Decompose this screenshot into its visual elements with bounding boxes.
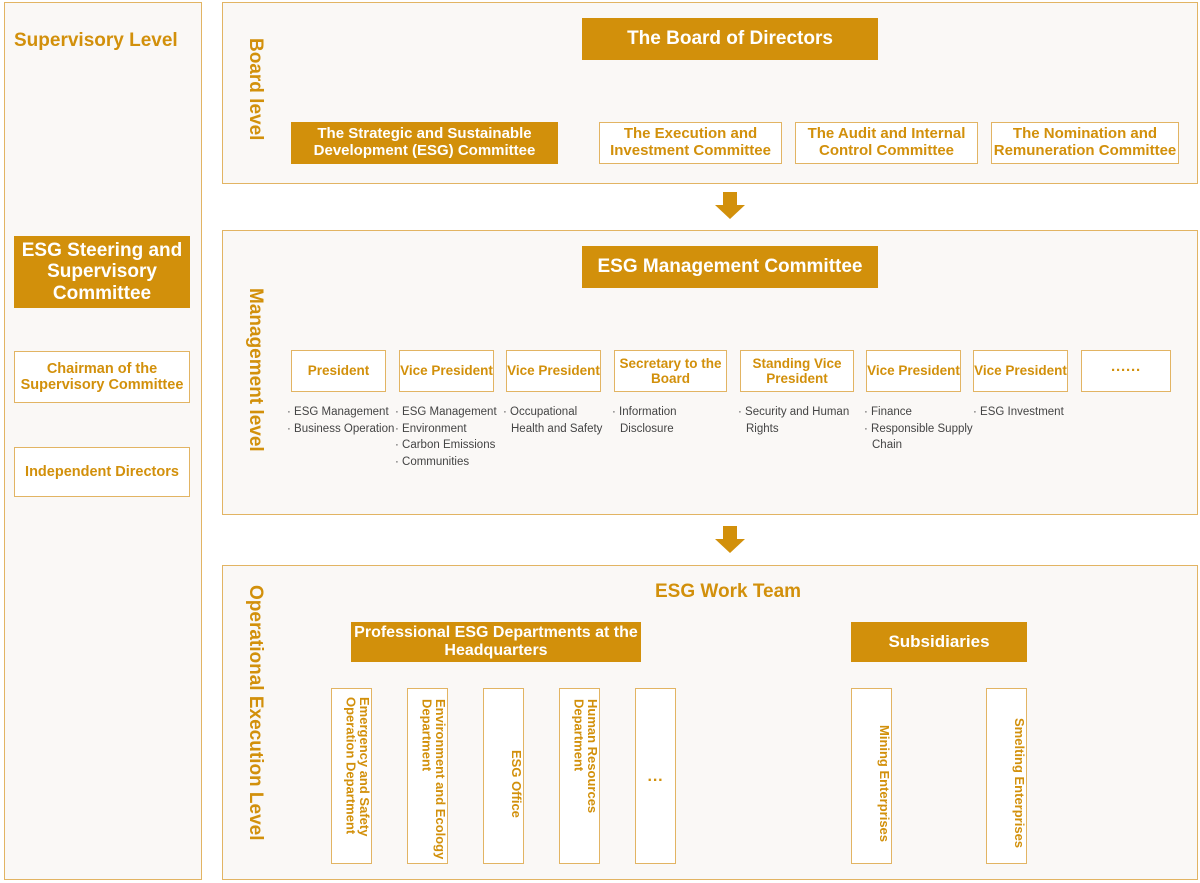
dept-emergency-safety: Emergency and Safety Operation Departmen… <box>331 688 372 864</box>
operational-panel <box>222 565 1198 880</box>
duty-item: Information Disclosure <box>612 404 722 437</box>
duty-item: Security and Human Rights <box>738 404 858 437</box>
duty-item: Finance <box>864 404 974 421</box>
duty-item: Communities <box>395 454 505 471</box>
role-box-vice-president-1: Vice President <box>399 350 494 392</box>
role-box-more: ······ <box>1081 350 1171 392</box>
subsidiaries-box: Subsidiaries <box>851 622 1027 662</box>
role-duties-vice-president-4: ESG Investment <box>973 404 1083 421</box>
duty-item: ESG Management <box>395 404 505 421</box>
down-arrow-icon <box>715 192 745 219</box>
board-of-directors-box: The Board of Directors <box>582 18 878 60</box>
esg-work-team-title: ESG Work Team <box>655 581 802 602</box>
role-box-vice-president-2: Vice President <box>506 350 601 392</box>
mining-enterprises-box: Mining Enterprises <box>851 688 892 864</box>
duty-item: ESG Management <box>287 404 397 421</box>
role-box-standing-vice-president: Standing Vice President <box>740 350 854 392</box>
role-box-secretary: Secretary to the Board <box>614 350 727 392</box>
dept-human-resources: Human Resources Department <box>559 688 600 864</box>
board-level-label: Board level <box>245 38 266 141</box>
role-box-vice-president-3: Vice President <box>866 350 961 392</box>
dept-environment-ecology: Environment and Ecology Department <box>407 688 448 864</box>
dept-esg-office: ESG Office <box>483 688 524 864</box>
role-duties-vice-president-3: Finance Responsible Supply Chain <box>864 404 974 454</box>
dept-more: ··· <box>635 688 676 864</box>
duty-item: Responsible Supply Chain <box>864 421 974 454</box>
audit-internal-control-committee-box: The Audit and Internal Control Committee <box>795 122 978 164</box>
strategic-esg-committee-box: The Strategic and Sustainable Developmen… <box>291 122 558 164</box>
management-level-label: Management level <box>245 288 266 452</box>
role-duties-vice-president-1: ESG Management Environment Carbon Emissi… <box>395 404 505 471</box>
role-duties-standing-vice-president: Security and Human Rights <box>738 404 858 437</box>
role-duties-president: ESG Management Business Operation <box>287 404 397 437</box>
role-duties-vice-president-2: Occupational Health and Safety <box>503 404 613 437</box>
down-arrow-icon <box>715 526 745 553</box>
role-box-president: President <box>291 350 386 392</box>
supervisory-level-title: Supervisory Level <box>14 30 178 51</box>
role-box-vice-president-4: Vice President <box>973 350 1068 392</box>
duty-item: Environment <box>395 421 505 438</box>
independent-directors-box: Independent Directors <box>14 447 190 497</box>
execution-investment-committee-box: The Execution and Investment Committee <box>599 122 782 164</box>
nomination-remuneration-committee-box: The Nomination and Remuneration Committe… <box>991 122 1179 164</box>
duty-item: Business Operation <box>287 421 397 438</box>
chairman-box: Chairman of the Supervisory Committee <box>14 351 190 403</box>
hq-departments-box: Professional ESG Departments at the Head… <box>351 622 641 662</box>
esg-management-committee-box: ESG Management Committee <box>582 246 878 288</box>
esg-steering-committee-box: ESG Steering and Supervisory Committee <box>14 236 190 308</box>
supervisory-panel <box>4 2 202 880</box>
smelting-enterprises-box: Smelting Enterprises <box>986 688 1027 864</box>
duty-item: Occupational Health and Safety <box>503 404 613 437</box>
duty-item: ESG Investment <box>973 404 1083 421</box>
duty-item: Carbon Emissions <box>395 437 505 454</box>
operational-level-label: Operational Execution Level <box>245 585 266 841</box>
role-duties-secretary: Information Disclosure <box>612 404 722 437</box>
